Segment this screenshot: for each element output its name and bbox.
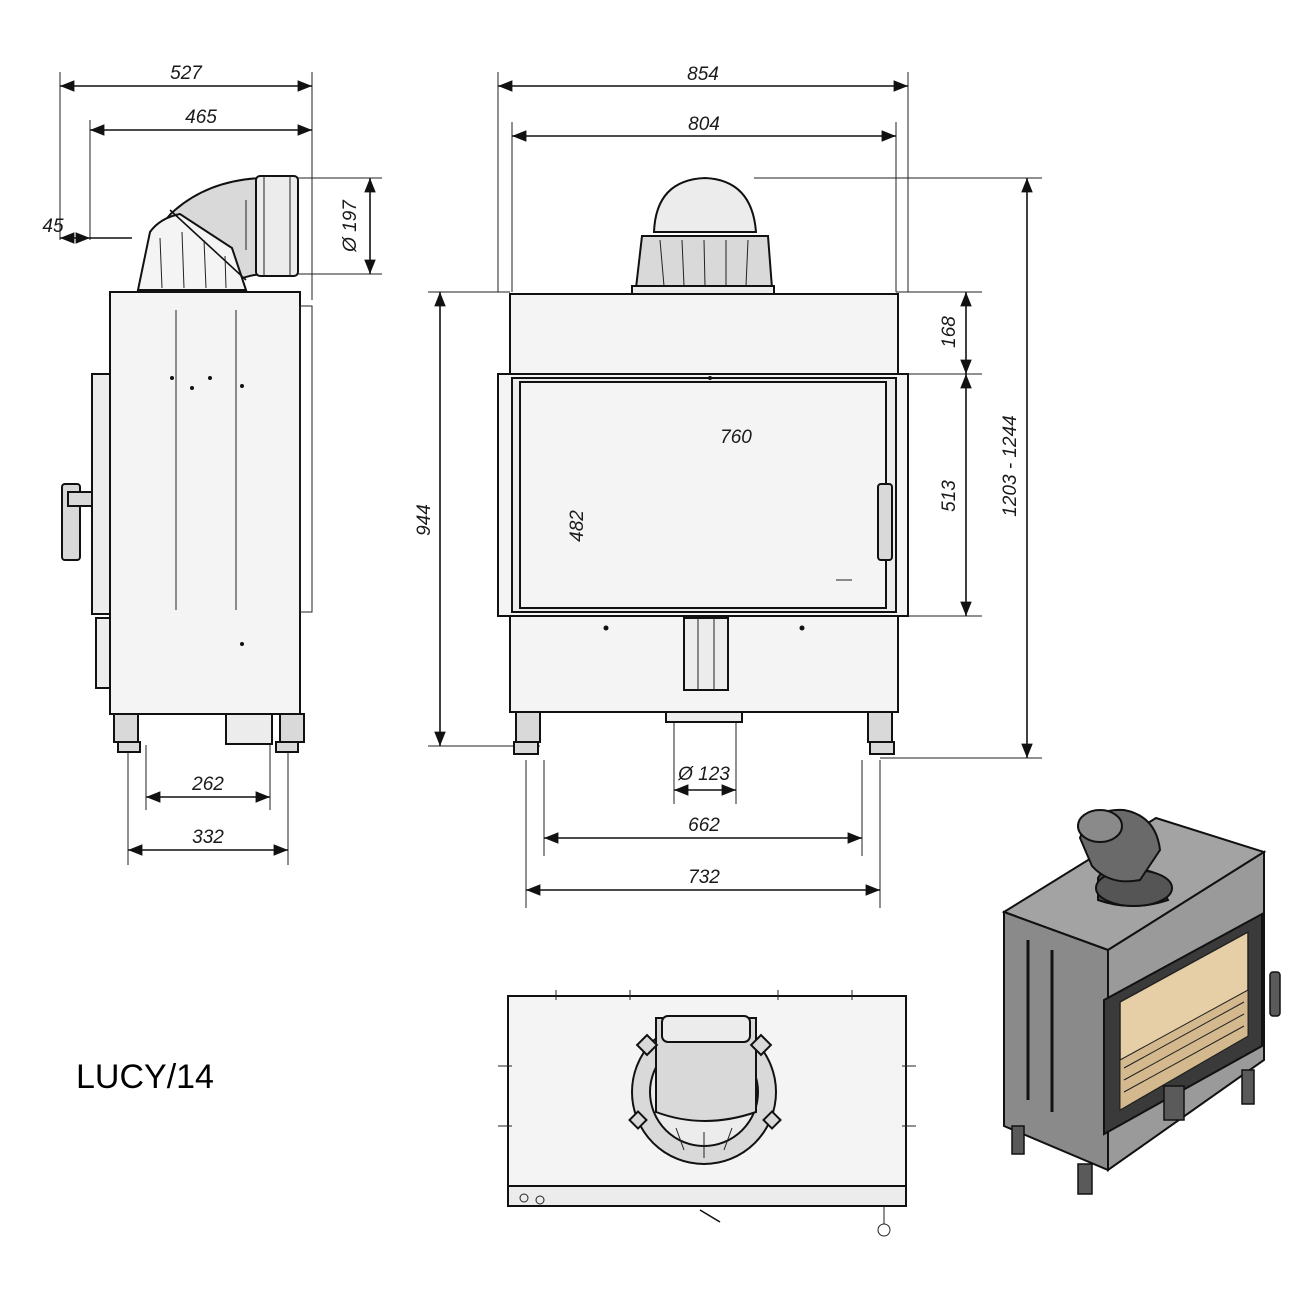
label-side-leg-outer: 332 — [192, 827, 224, 848]
label-glass-height: 513 — [939, 480, 960, 512]
label-glass-inner: 482 — [567, 510, 588, 542]
label-front-body: 804 — [688, 114, 720, 135]
side-view — [59, 72, 382, 865]
label-leg-outer-front: 732 — [688, 867, 720, 888]
label-flue-diameter: Ø 197 — [340, 199, 361, 253]
label-side-leg-inner: 262 — [191, 774, 224, 795]
front-top-section — [509, 293, 899, 375]
flue-collar — [255, 175, 299, 277]
label-total-height: 1203 - 1244 — [1000, 415, 1021, 516]
isometric-view — [1001, 808, 1281, 1195]
front-door-handle — [877, 483, 893, 561]
label-glass-width: 760 — [720, 427, 752, 448]
model-title: LUCY/14 — [76, 1058, 214, 1096]
label-front-total: 854 — [687, 64, 719, 85]
front-view — [428, 72, 1042, 908]
label-side-offset: 45 — [42, 216, 64, 237]
front-glass — [519, 381, 887, 609]
label-side-depth: 527 — [170, 63, 203, 84]
side-door-profile — [91, 373, 111, 615]
side-body — [109, 291, 301, 715]
label-leg-inner-front: 662 — [688, 815, 720, 836]
label-body-height: 944 — [414, 504, 435, 536]
front-flue-dome — [652, 176, 758, 233]
top-flue-collar — [655, 1017, 757, 1122]
label-side-body: 465 — [185, 107, 217, 128]
label-air-inlet: Ø 123 — [677, 764, 730, 785]
top-view — [498, 990, 916, 1237]
label-top-section: 168 — [939, 316, 960, 348]
